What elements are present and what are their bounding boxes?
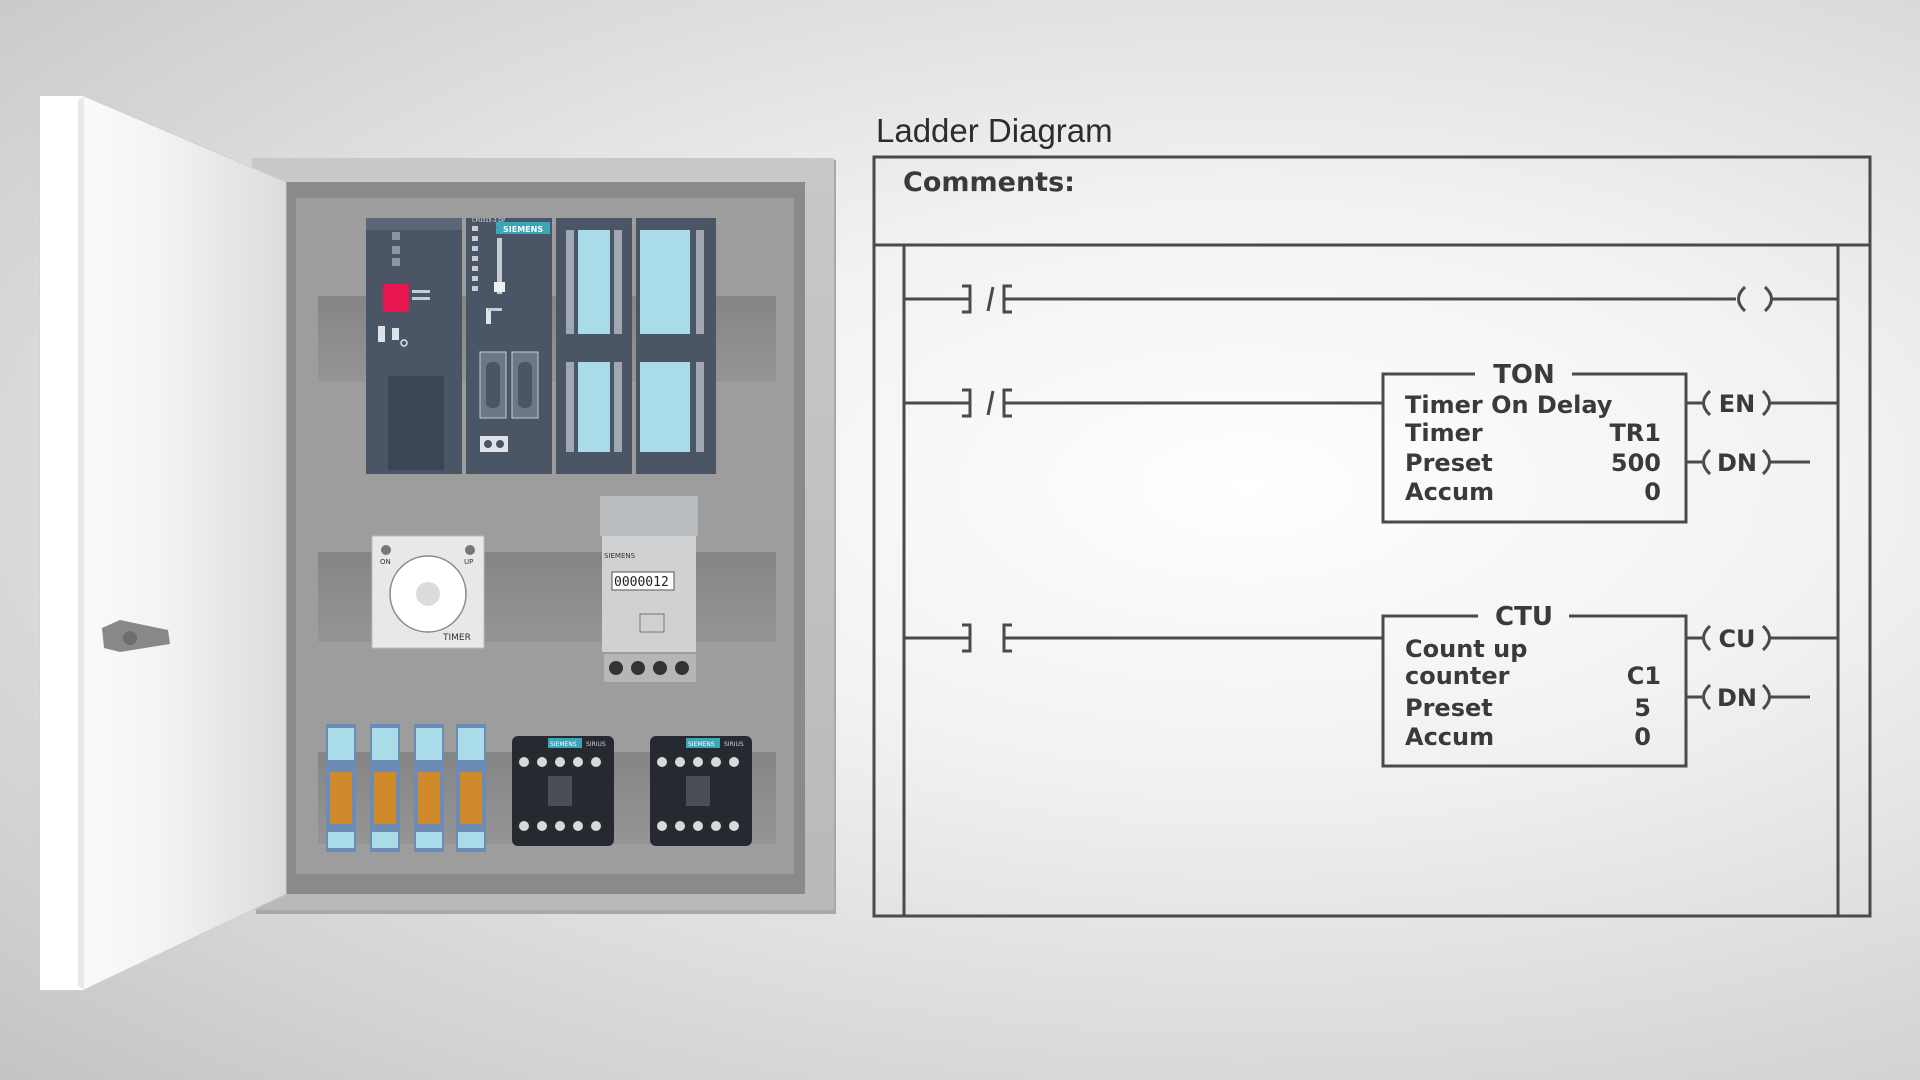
- ton-accum-value: 0: [1644, 478, 1661, 506]
- ctu-block-title: CTU: [1495, 602, 1553, 632]
- ton-preset-value: 500: [1611, 449, 1661, 477]
- timer-up-label: UP: [464, 558, 473, 566]
- contactor-2-sirius: SIRIUS: [724, 741, 744, 748]
- ton-block[interactable]: [1381, 372, 1688, 524]
- ton-accum-label: Accum: [1405, 478, 1494, 506]
- ctu-preset-value: 5: [1634, 694, 1651, 722]
- mode-selector-switch[interactable]: [497, 238, 502, 294]
- ctu-counter-value: C1: [1627, 662, 1661, 690]
- voltage-selector-led: [383, 284, 409, 312]
- ton-block-title: TON: [1493, 360, 1555, 390]
- door-handle-icon[interactable]: [102, 620, 170, 652]
- counter-display: 0000012: [614, 575, 669, 590]
- rung-3-ctu: [904, 614, 1838, 768]
- ctu-cu-label: CU: [1718, 625, 1755, 653]
- ton-preset-label: Preset: [1405, 449, 1493, 477]
- ton-dn-label: DN: [1717, 449, 1757, 477]
- analog-timer-device: ON UP TIMER: [371, 535, 485, 649]
- ctu-dn-label: DN: [1717, 684, 1757, 712]
- relay-3: [414, 724, 444, 852]
- ctu-line1: Count up: [1405, 635, 1527, 663]
- contactor-2: SIEMENS SIRIUS: [650, 736, 752, 846]
- rung-1: [904, 284, 1838, 314]
- plc-digital-input-module: [556, 218, 632, 474]
- relay-1: [326, 724, 356, 852]
- comments-label: Comments:: [903, 167, 1075, 198]
- plc-cpu-module: CPU315-2 DP SIEMENS: [466, 218, 552, 474]
- ladder-diagram-title: Ladder Diagram: [876, 112, 1113, 149]
- ton-en-label: EN: [1719, 390, 1755, 418]
- power-terminal-cover: [388, 376, 444, 470]
- contactor-2-brand: SIEMENS: [688, 741, 715, 748]
- contactor-1-sirius: SIRIUS: [586, 741, 606, 748]
- digital-counter-device: SIEMENS 0000012: [600, 496, 698, 682]
- power-switch[interactable]: [378, 326, 385, 342]
- siemens-logo-badge: [496, 222, 550, 234]
- ctu-accum-label: Accum: [1405, 723, 1494, 751]
- timer-on-label: ON: [380, 558, 391, 566]
- counter-brand-label: SIEMENS: [604, 552, 636, 560]
- relay-4: [456, 724, 486, 852]
- ton-timer-label: Timer: [1405, 419, 1483, 447]
- plc-power-supply: [366, 218, 462, 474]
- relay-2: [370, 724, 400, 852]
- contactor-1: SIEMENS SIRIUS: [512, 736, 614, 846]
- plc-digital-output-module: [636, 218, 716, 474]
- timer-device-label: TIMER: [442, 633, 471, 643]
- output-coil-1[interactable]: [1737, 285, 1773, 313]
- ctu-accum-value: 0: [1634, 723, 1651, 751]
- cpu-brand-label: SIEMENS: [503, 225, 543, 234]
- rung-2-ton: [904, 372, 1838, 524]
- electrical-cabinet: CPU315-2 DP SIEMENS: [252, 158, 836, 914]
- ton-timer-value: TR1: [1609, 419, 1661, 447]
- ctu-block[interactable]: [1381, 614, 1688, 768]
- ctu-preset-label: Preset: [1405, 694, 1493, 722]
- ladder-frame: [872, 155, 1872, 918]
- contactor-1-brand: SIEMENS: [550, 741, 577, 748]
- ton-line1: Timer On Delay: [1405, 391, 1613, 419]
- ctu-counter-label: counter: [1405, 662, 1510, 690]
- cabinet-door[interactable]: [39, 95, 287, 991]
- cpu-model-label: CPU315-2 DP: [472, 218, 505, 224]
- ladder-diagram: [872, 155, 1872, 918]
- ladder-text: Comments: TON Timer On Delay Timer TR1 P…: [903, 167, 1757, 751]
